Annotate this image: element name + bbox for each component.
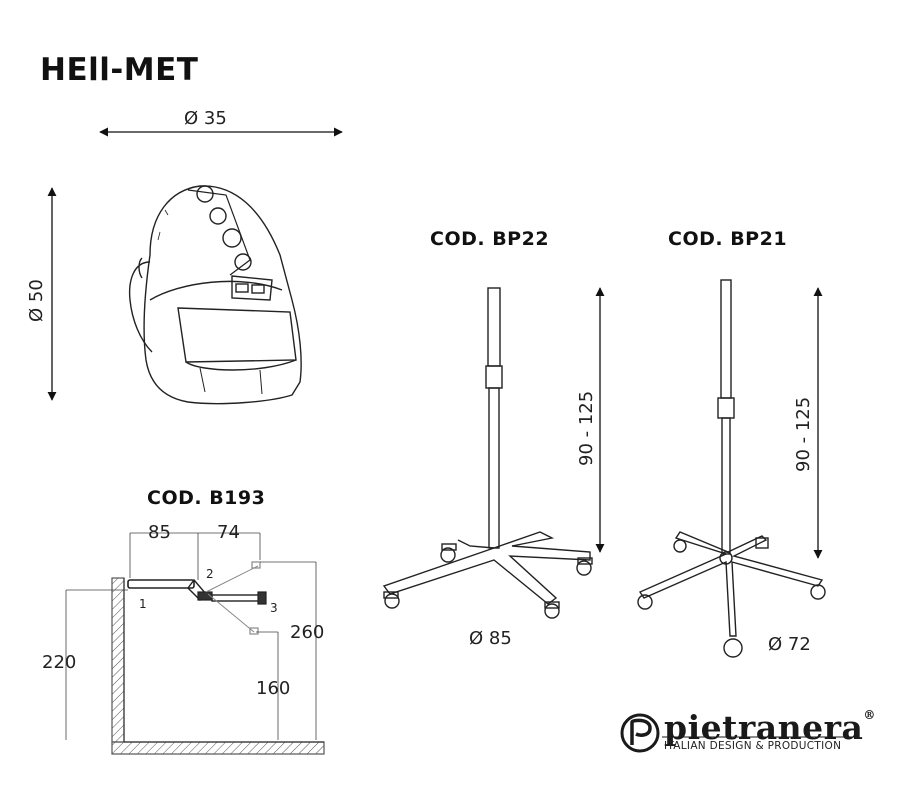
- bp22-height-label: 90 - 125: [576, 390, 597, 466]
- logo-registered: ®: [863, 708, 876, 722]
- b193-dim-85: 85: [148, 522, 171, 543]
- b193-dim-160: 160: [256, 678, 291, 699]
- b193-joint-1: 1: [139, 597, 147, 611]
- logo-name: pietranera: [664, 708, 864, 747]
- b193-joint-3: 3: [270, 601, 278, 615]
- helmet-height-label: Ø 50: [26, 279, 47, 322]
- bp22-base-label: Ø 85: [469, 628, 512, 649]
- b193-code-label: COD. B193: [147, 487, 266, 509]
- b193-dim-260: 260: [290, 622, 325, 643]
- helmet-dryer-drawing: [128, 185, 302, 405]
- helmet-width-label: Ø 35: [184, 108, 227, 129]
- pietranera-logo-mark: [620, 713, 660, 753]
- bp21-code-label: COD. BP21: [668, 228, 788, 250]
- bp21-stand-drawing: [637, 279, 826, 658]
- bp22-stand-drawing: [382, 287, 593, 619]
- b193-dim-74: 74: [217, 522, 240, 543]
- b193-dim-220: 220: [42, 652, 77, 673]
- bp21-base-label: Ø 72: [768, 634, 811, 655]
- page-title: HEll-MET: [40, 52, 199, 88]
- logo-tagline: ITALIAN DESIGN & PRODUCTION: [664, 740, 842, 752]
- bp21-height-label: 90 - 125: [793, 396, 814, 472]
- b193-joint-2: 2: [206, 567, 214, 581]
- bp22-code-label: COD. BP22: [430, 228, 550, 250]
- logo-wordmark: pietranera®: [664, 708, 876, 747]
- b193-wall-arm-drawing: [65, 532, 325, 755]
